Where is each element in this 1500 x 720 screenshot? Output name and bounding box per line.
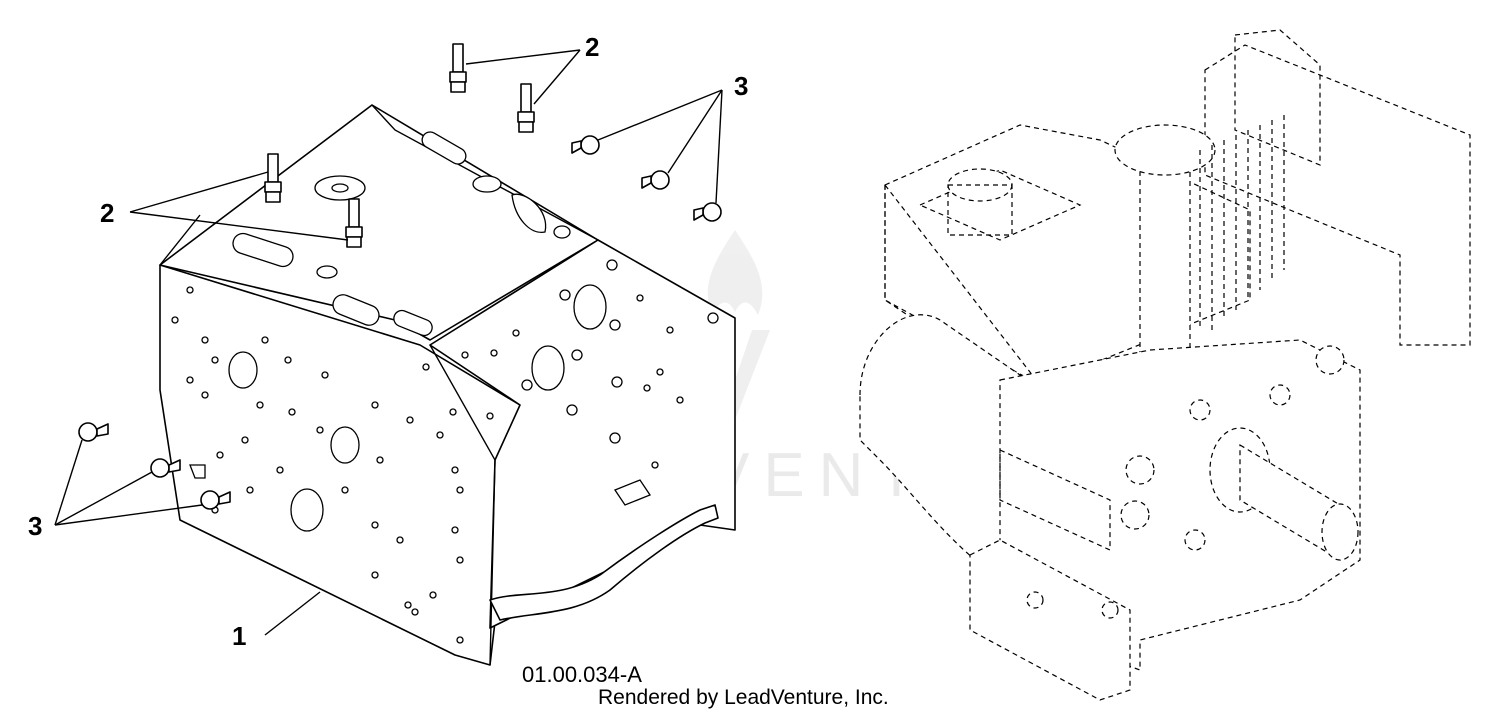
leader-lines [54,49,723,636]
callout-bolt-top: 3 [734,71,748,101]
stud-1 [449,43,467,93]
bolt-2 [641,170,670,190]
bolt-parts [78,135,722,510]
bolt-5 [150,458,181,478]
figure-code: 01.00.034-A [522,662,642,687]
callout-frame: 1 [232,621,246,651]
frame-axle-rod [489,504,719,621]
bolt-4 [78,422,109,442]
stud-3 [264,153,282,203]
callout-stud-top: 2 [585,32,599,62]
render-credit: Rendered by LeadVenture, Inc. [598,686,889,709]
callout-bolt-left: 3 [28,511,42,541]
frame-assembly [159,104,736,666]
engine-reference-outline [859,29,1471,701]
stud-4 [345,198,363,248]
bolt-3 [693,202,722,222]
stud-2 [517,83,535,133]
callout-stud-left: 2 [100,198,114,228]
frame-side-plate [429,239,736,629]
stud-parts [264,43,535,248]
bolt-1 [571,135,600,155]
bolt-6 [200,490,231,510]
